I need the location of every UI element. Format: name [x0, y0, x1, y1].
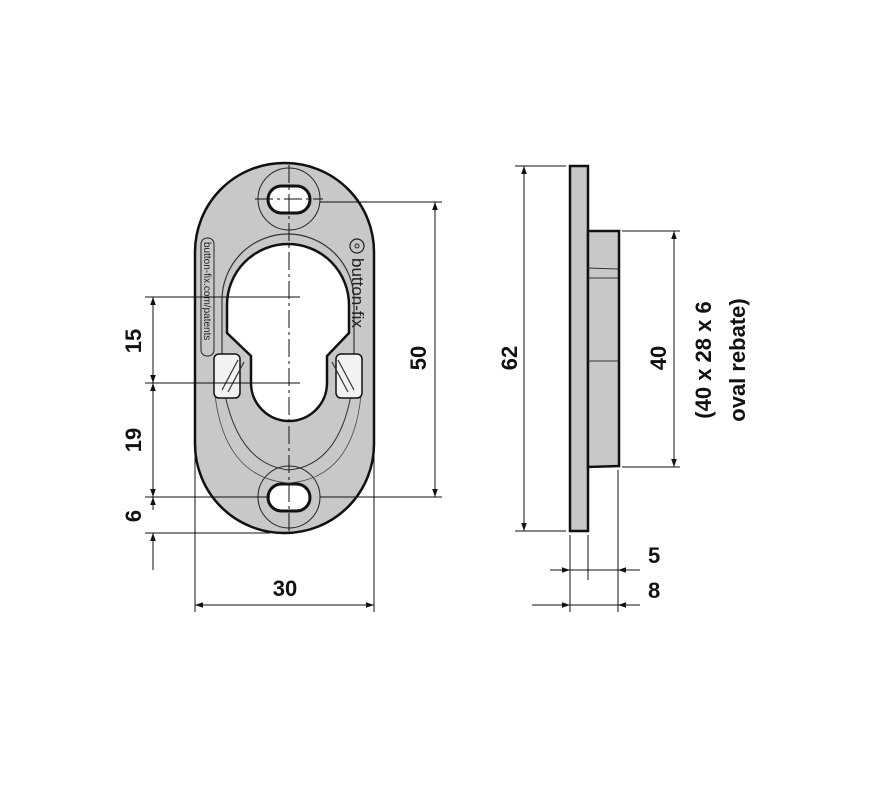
dim-5: 5	[648, 543, 660, 568]
front-view: button-fix.com/patents button-fix 1	[121, 161, 442, 612]
dim-15: 15	[121, 329, 146, 353]
dim-19: 19	[121, 428, 146, 452]
logo-text: button-fix	[348, 258, 367, 328]
dim-62: 62	[497, 346, 522, 370]
dim-30: 30	[273, 576, 297, 601]
logo-circle-icon	[349, 238, 365, 254]
rebate-note-line1: (40 x 28 x 6	[691, 301, 716, 418]
keyhole-opening	[225, 242, 351, 423]
dim-40: 40	[646, 346, 671, 370]
side-view: 62 40 (40 x 28 x 6 oval rebate) 5 8	[497, 164, 750, 612]
dim-6: 6	[121, 510, 146, 522]
side-boss	[586, 229, 621, 469]
side-plate	[568, 164, 590, 533]
dim-8: 8	[648, 578, 660, 603]
keyhole-groove	[221, 233, 355, 360]
patent-text: button-fix.com/patents	[201, 242, 212, 340]
left-clip	[213, 353, 241, 399]
center-lines	[255, 165, 323, 535]
rebate-note-line2: oval rebate)	[725, 298, 750, 422]
right-clip	[335, 353, 363, 399]
front-dimension-lines	[145, 201, 442, 612]
dim-50: 50	[406, 346, 431, 370]
side-dimension-lines	[515, 165, 680, 612]
